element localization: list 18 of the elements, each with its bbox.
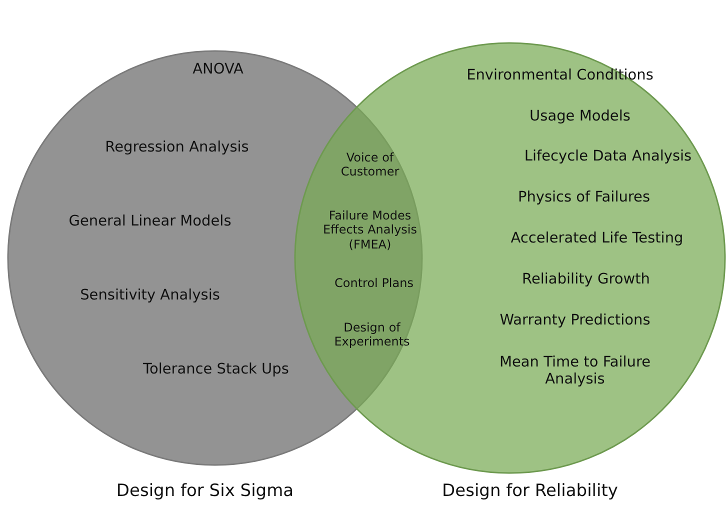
item-label: Voice of Customer <box>340 150 400 180</box>
item-label: Sensitivity Analysis <box>80 287 220 305</box>
item-label: Usage Models <box>530 108 630 126</box>
item-label: Lifecycle Data Analysis <box>524 148 692 166</box>
item-label: Warranty Predictions <box>500 312 650 330</box>
item-label: Accelerated Life Testing <box>510 230 684 248</box>
item-label: General Linear Models <box>68 213 232 231</box>
item-label: Control Plans <box>334 276 414 290</box>
item-label: Tolerance Stack Ups <box>143 361 289 379</box>
item-label: Design of Experiments <box>333 320 411 350</box>
item-label: Regression Analysis <box>105 139 249 157</box>
item-label: Mean Time to Failure Analysis <box>498 354 652 390</box>
set-title: Design for Six Sigma <box>116 481 294 501</box>
set-title: Design for Reliability <box>442 481 618 501</box>
item-label: Reliability Growth <box>522 271 650 289</box>
item-label: ANOVA <box>192 61 244 79</box>
item-label: Physics of Failures <box>518 189 650 207</box>
item-label: Failure Modes Effects Analysis (FMEA) <box>322 208 418 252</box>
